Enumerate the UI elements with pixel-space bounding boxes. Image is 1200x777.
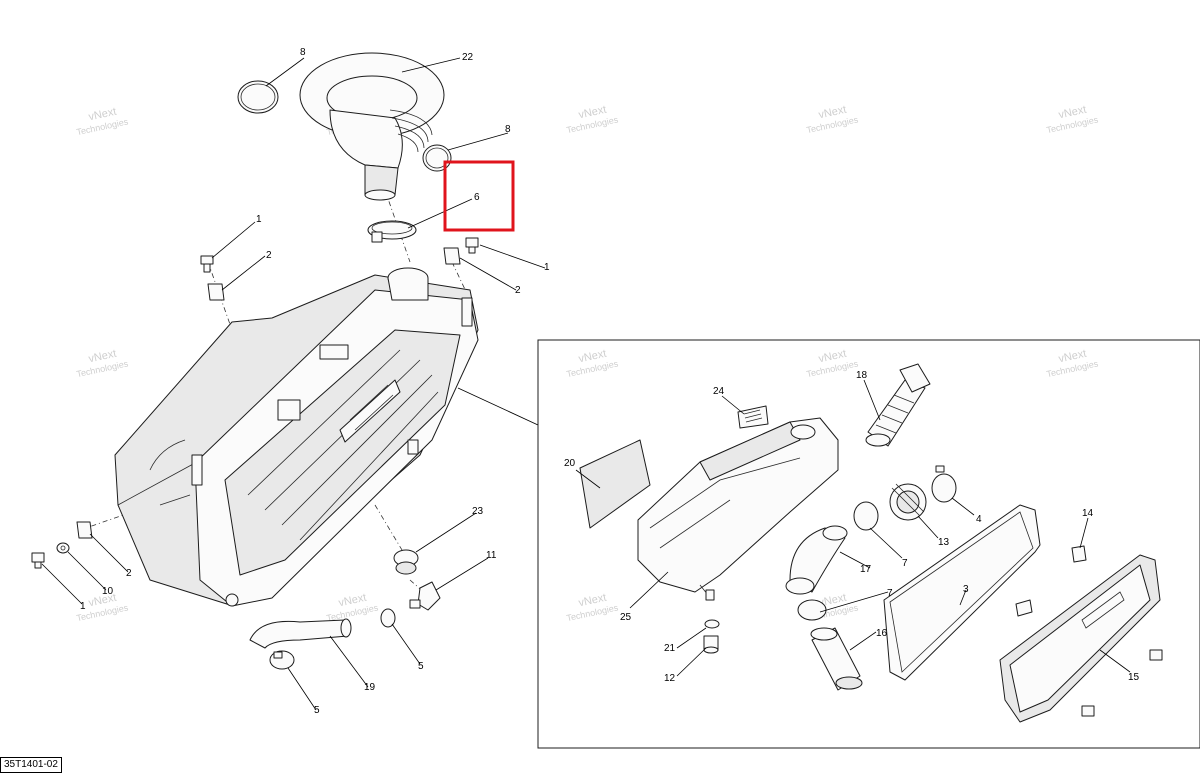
callout-label: 2 [266,250,272,261]
highlight-box-6 [443,160,515,232]
clip-2-top-right [443,247,461,265]
clamp-8-right [422,144,452,172]
callout-label: 25 [620,612,632,623]
callout-label: 14 [1082,508,1094,519]
callout-label: 4 [976,514,982,525]
clip-2-top-left [207,283,225,301]
watermark: vNext Technologies [1046,104,1100,135]
callout-label: 10 [102,586,114,597]
watermark: vNext Technologies [76,348,130,379]
watermark: vNext Technologies [326,592,380,623]
svg-text:vNext: vNext [88,348,118,366]
callout-label: 2 [515,285,521,296]
leader-lines-detail [575,379,1131,677]
detail-connector-line [457,387,539,426]
watermark: vNext Technologies [566,104,620,135]
callout-label: 19 [364,682,376,693]
label-24 [737,405,769,429]
callout-label: 17 [860,564,872,575]
svg-text:vNext: vNext [1058,104,1088,122]
bolt-1-lower-left [31,552,45,569]
callout-label: 16 [876,628,888,639]
callout-label: 15 [1128,672,1140,683]
callout-label: 1 [544,262,550,273]
filter-16 [810,627,863,691]
clamp-5-lower [269,650,295,670]
callouts-detail: 24 18 20 4 13 7 14 17 3 7 25 16 21 12 15 [564,370,1140,684]
centre-line [374,504,406,556]
callout-label: 6 [474,192,480,203]
fitting-14-lower [1015,599,1033,617]
intake-tube-18 [865,363,931,447]
callout-label: 7 [902,558,908,569]
gasket-3 [883,504,1041,681]
callout-label: 1 [80,601,86,612]
main-assembly: 8 22 8 6 1 2 1 2 23 11 2 10 1 19 5 5 [31,47,550,716]
watermark: vNext Technologies [1046,348,1100,379]
svg-text:vNext: vNext [578,592,608,610]
callout-label: 20 [564,458,576,469]
leader-lines-main [41,57,546,711]
clamp-7-upper [853,501,879,531]
callout-label: 18 [856,370,868,381]
callouts-main: 8 22 8 6 1 2 1 2 23 11 2 10 1 19 5 5 [80,47,550,716]
watermark: vNext Technologies [806,104,860,135]
air-box-shell-25 [637,417,839,601]
fitting-14 [1071,545,1087,563]
callout-label: 24 [713,386,725,397]
svg-text:vNext: vNext [1058,348,1088,366]
cap-12 [703,635,719,654]
callout-label: 3 [963,584,969,595]
callout-label: 8 [505,124,511,135]
svg-text:vNext: vNext [578,104,608,122]
svg-text:vNext: vNext [88,592,118,610]
svg-text:vNext: vNext [338,592,368,610]
callout-label: 7 [887,588,893,599]
watermark: vNext Technologies [806,348,860,379]
drain-hose-19 [249,618,352,649]
watermark: vNext Technologies [566,592,620,623]
callout-label: 5 [314,705,320,716]
watermark: vNext Technologies [566,348,620,379]
svg-text:vNext: vNext [88,106,118,124]
bolt-1-top-right [465,237,479,254]
svg-text:vNext: vNext [818,348,848,366]
callout-label: 12 [664,673,676,684]
callout-label: 13 [938,537,950,548]
callout-label: 23 [472,506,484,517]
washer-10 [56,542,70,554]
filter-housing-17 [785,525,848,595]
callout-label: 5 [418,661,424,672]
clamp-8-left [237,80,279,114]
air-box-body [114,267,479,607]
grommet-23 [393,549,419,575]
clamp-4 [931,465,957,503]
watermark: vNext Technologies [76,106,130,137]
intake-hose-22 [299,52,445,201]
lid-15 [999,554,1163,723]
callout-label: 22 [462,52,474,63]
bellow-13 [889,483,927,521]
svg-text:vNext: vNext [818,104,848,122]
callout-label: 1 [256,214,262,225]
detail-view: 24 18 20 4 13 7 14 17 3 7 25 16 21 12 15 [537,339,1200,749]
svg-text:vNext: vNext [818,592,848,610]
clip-2-lower [76,521,93,539]
clamp-6 [367,220,417,243]
callout-label: 11 [486,550,497,561]
callout-label: 2 [126,568,132,579]
clamp-7-lower [797,599,827,621]
grommet-21 [704,619,720,629]
sticker-20 [579,439,651,529]
detail-frame [537,339,1200,749]
fitting-11 [409,581,441,611]
drawing-id: 35T1401-02 [0,757,62,773]
bolt-1-top-left [200,255,214,273]
callout-label: 21 [664,643,676,654]
clamp-5-upper [380,608,396,628]
callout-label: 8 [300,47,306,58]
svg-text:vNext: vNext [578,348,608,366]
